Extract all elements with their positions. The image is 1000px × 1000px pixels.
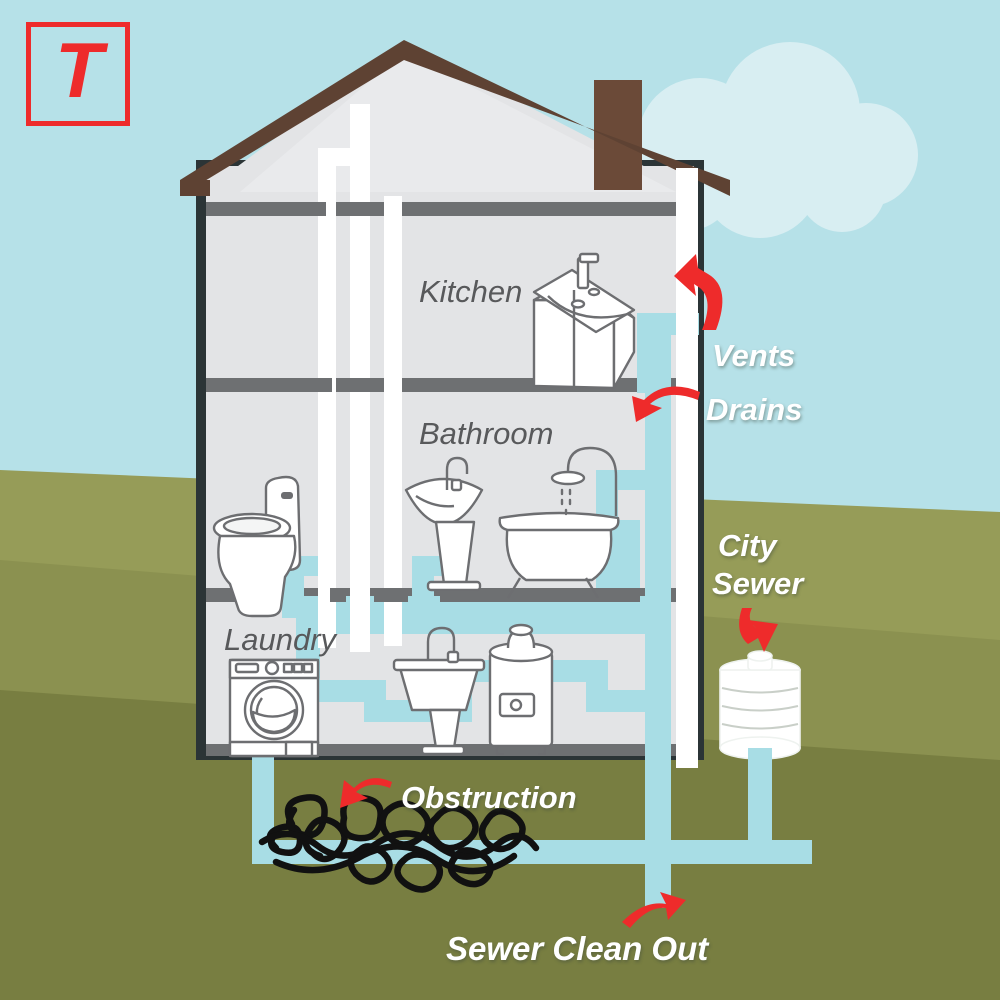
kitchen-vanity-sink — [532, 252, 636, 390]
drains-arrow — [632, 386, 700, 422]
floor-band-overlays — [206, 202, 676, 602]
room-label-kitchen: Kitchen — [419, 274, 523, 309]
vent-pipe-network — [318, 104, 698, 768]
obstruction-arrow — [340, 778, 392, 808]
obstruction-roots — [258, 794, 540, 893]
water-heater — [488, 623, 554, 756]
label-city-sewer-line1: City — [718, 528, 777, 563]
annotation-arrows — [340, 254, 778, 928]
room-label-laundry: Laundry — [224, 622, 337, 657]
room-label-bathroom: Bathroom — [419, 416, 554, 451]
chimney — [594, 80, 642, 190]
roof-left-slope — [180, 40, 404, 196]
pedestal-sink — [404, 456, 484, 592]
label-obstruction: Obstruction — [401, 780, 577, 815]
brand-logo-letter: T — [55, 25, 103, 114]
vents-arrow — [674, 254, 723, 330]
sewer-clean-out-arrow — [622, 892, 686, 928]
washing-machine — [228, 658, 320, 758]
city-sewer-arrow — [739, 608, 778, 652]
roof-eave-left — [180, 180, 210, 196]
roof-right-slope — [404, 40, 730, 196]
city-sewer-riser-tank — [719, 650, 801, 760]
clawfoot-bathtub-with-shower — [498, 446, 620, 599]
label-city-sewer-line2: Sewer — [712, 566, 804, 601]
label-vents: Vents — [712, 338, 796, 373]
brand-logo: T — [26, 22, 130, 126]
label-sewer-clean-out: Sewer Clean Out — [446, 930, 709, 967]
utility-sink — [392, 626, 486, 756]
label-drains: Drains — [706, 392, 803, 427]
toilet — [212, 475, 302, 618]
